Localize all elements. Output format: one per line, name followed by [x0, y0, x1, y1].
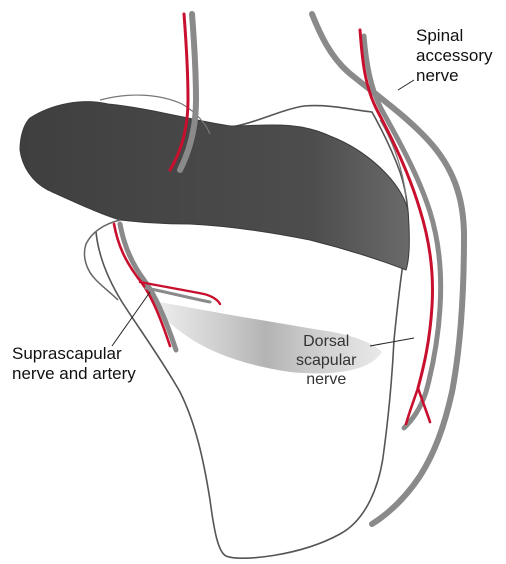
spinal-accessory-leader: [398, 80, 414, 90]
label-line: Suprascapular: [12, 344, 136, 364]
label-line: scapular: [296, 351, 356, 370]
label-line: nerve and artery: [12, 364, 136, 384]
dorsal-scapular-nerve-label: Dorsal scapular nerve: [296, 332, 356, 389]
label-line: nerve: [416, 66, 493, 86]
spinal-accessory-nerve-label: Spinal accessory nerve: [416, 26, 493, 86]
label-line: accessory: [416, 46, 493, 66]
label-line: Spinal: [416, 26, 493, 46]
label-line: nerve: [296, 370, 356, 389]
suprascapular-label: Suprascapular nerve and artery: [12, 344, 136, 384]
label-line: Dorsal: [296, 332, 356, 351]
